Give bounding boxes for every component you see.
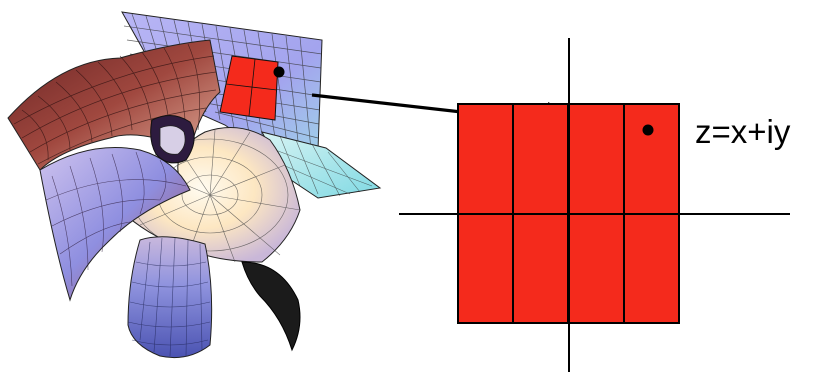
equation-label: z=x+iy [695,113,791,150]
lower-left-lobe [39,147,191,302]
dark-fin [241,261,301,352]
complex-plane: z=x+iy [399,38,791,372]
surface-point [273,66,285,78]
plane-point [642,124,654,136]
surface-red-patch [219,55,285,121]
center-hole [150,115,195,164]
descending-tube [127,236,213,359]
riemann-surface [7,11,382,359]
